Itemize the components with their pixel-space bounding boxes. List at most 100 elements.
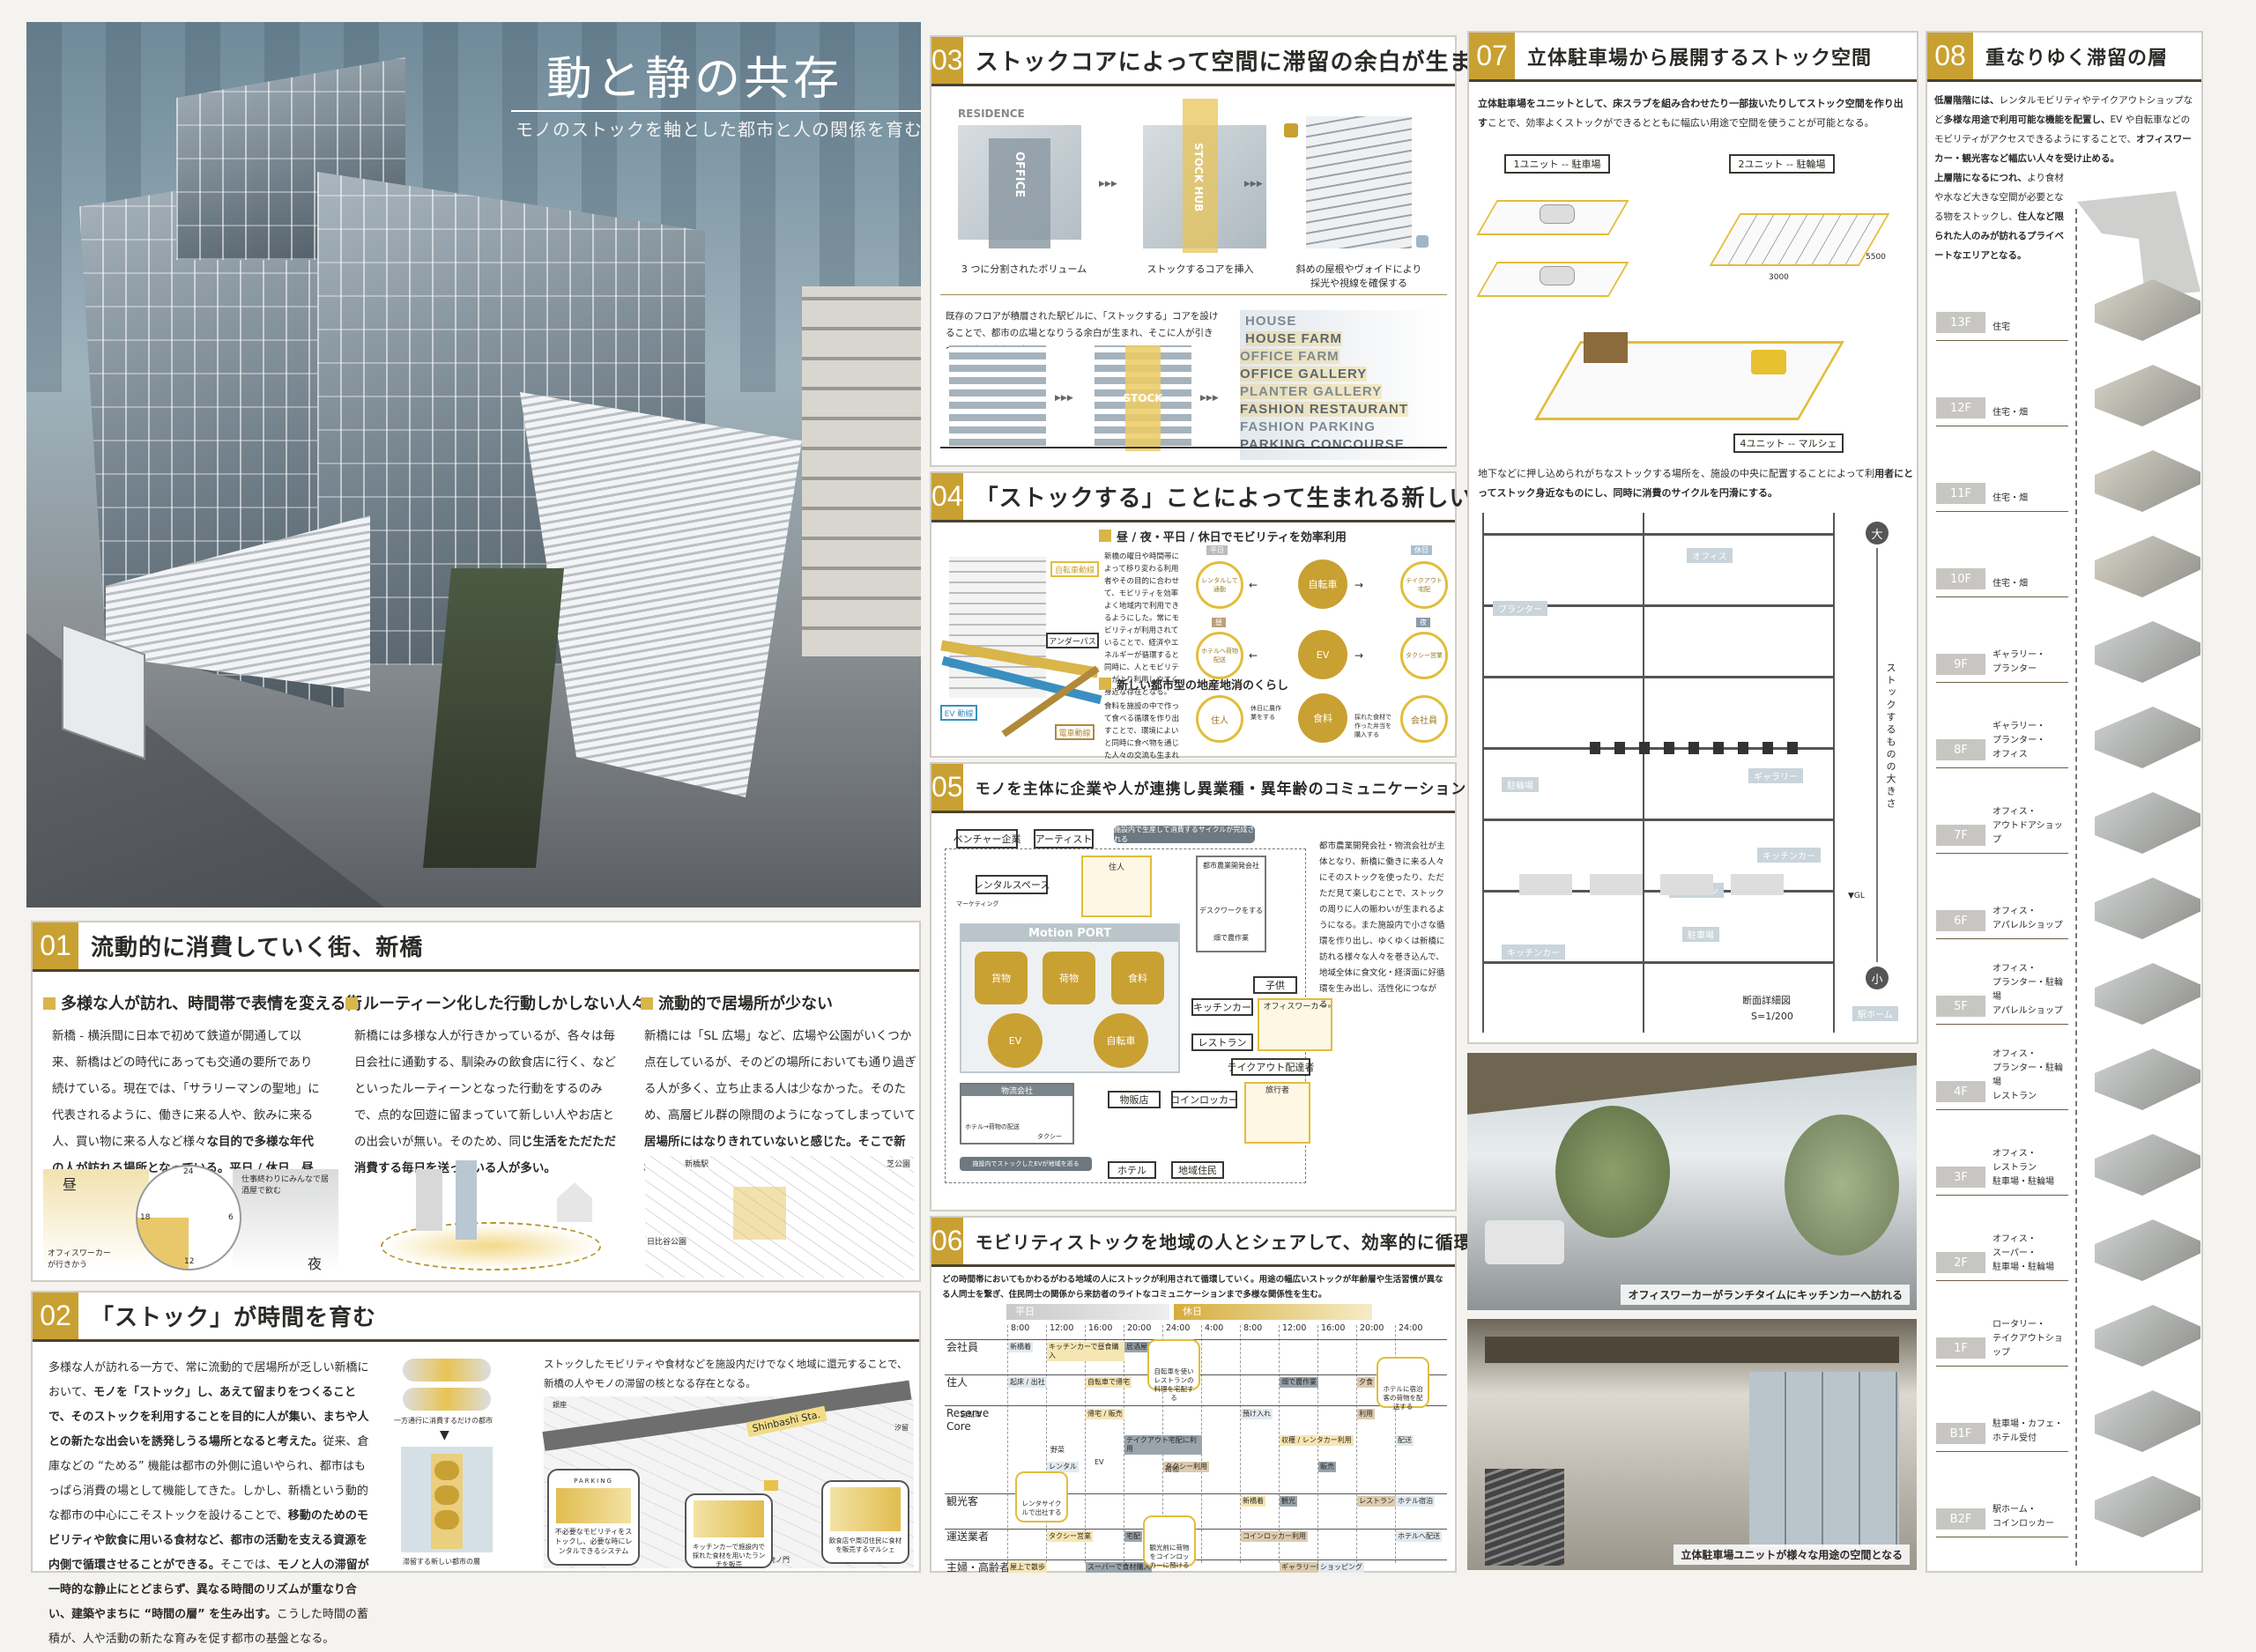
timeline-event: レンタル (1047, 1462, 1079, 1472)
program-stack-row: PARKING CONCOURSE (1240, 437, 1405, 452)
car-icon (1540, 204, 1575, 224)
region-map: Shinbashi Sta. 銀座 汐留 虎ノ門 PARKING 不必要なモビリ… (542, 1380, 914, 1568)
volume-diagram-3 (1284, 107, 1429, 257)
office-icon (456, 1160, 477, 1240)
logistics-node: 物流会社ホテル→荷物の配送 (960, 1083, 1074, 1145)
mobility-cycle: レンタルして通勤 自転車 テイクアウト宅配 平日 休日 ホテルへ荷物配送 EV … (1196, 545, 1451, 757)
timeline-event: ショッピング (1318, 1562, 1364, 1573)
node-label: レンタルして通勤 (1201, 577, 1238, 593)
floor-use: ロータリー・ テイクアウトショップ (1993, 1320, 2063, 1358)
node-label: 自転車 (1106, 1035, 1136, 1047)
day-panel (43, 1169, 149, 1270)
kitchen-car-label-2: キッチンカー (1502, 945, 1565, 959)
motion-port: Motion PORT 貨物 荷物 食料 EV 自転車 (960, 923, 1180, 1073)
section-05: 05 モノを主体に企業や人が連携し異業種・異年齢のコミュニケーションが生まれる … (930, 762, 1545, 1211)
traveler-node: 旅行者 (1244, 1082, 1310, 1144)
text-bold: 住人など限られた人のみが訪れるプライベートなエリアとなる。 (1934, 211, 2064, 261)
stock-node: 荷物 (1043, 952, 1095, 1004)
timeline-event: 利用 (1357, 1409, 1375, 1419)
artist-node: アーティスト (1034, 829, 1094, 848)
office-label: OFFICE (1013, 152, 1026, 198)
time-tick: 20:00 (1360, 1323, 1384, 1333)
kitchen-car (1485, 1220, 1564, 1264)
timeline-event: 販売 (1318, 1462, 1336, 1472)
night-label: 夜 (308, 1256, 323, 1272)
bubble-marche: 飲食店や周辺住民に食材を販売するマルシェ (821, 1480, 909, 1564)
text-regular: 新橋には「SL 広場」など、広場や公園がいくつか点在しているが、そのどの場所にお… (644, 1029, 916, 1122)
delivery-label: ホテル→荷物の配送 (965, 1123, 1020, 1130)
ev-node: EV (988, 1013, 1043, 1068)
text-regular: より食材や水など大きな空間が必要となる物をストックし、 (1934, 173, 2064, 222)
stock-layer-diagram: 一方通行に消費するだけの都市 ▼ 滞留する新しい都市の層 (394, 1354, 500, 1570)
routine-figure (354, 1160, 627, 1275)
text-bold: モノを「ストック」し、あえて留まりをつくることで、そのストックを利用することを目… (48, 1386, 369, 1448)
overhang (1467, 1053, 1917, 1115)
node-label: タクシー営業 (1406, 652, 1443, 659)
ev-route-label: EV 動線 (940, 705, 977, 721)
text-bold: 移動のためのモビリティや飲食に用いる食材など、都市の活動を支える資源を内側で循環… (48, 1509, 368, 1572)
floor-number: 5F (1936, 996, 1985, 1017)
text-regular: 多様な人が訪れる一方で、常に流動的で居場所が乏しい新橋において、 (48, 1361, 369, 1399)
ev-bubble: 施設内でストックしたEVが地域を巡る (960, 1157, 1092, 1171)
network-diagram: ベンチャー企業 アーティスト 施設内で生産して消費するサイクルが完成される レン… (940, 822, 1332, 1205)
text-regular: 地下などに押し込められがちなストックする場所を、施設の中央に配置することによって… (1478, 468, 1875, 479)
house-icon (416, 1169, 442, 1231)
node-label: 自転車 (1308, 579, 1338, 590)
section-number: 02 (33, 1293, 78, 1339)
people-illustration (694, 1500, 764, 1537)
floor-number: B2F (1936, 1508, 1985, 1530)
axis-label: ストックするものの大きさ (1885, 663, 1896, 811)
map-text: ストックしたモビリティや食材などを施設内だけでなく地域に還元することで、新橋の人… (544, 1358, 908, 1389)
node-label: 食料 (1128, 973, 1147, 984)
core-label-cargo: 荷物 (1165, 1465, 1179, 1473)
floor-number: 1F (1936, 1337, 1985, 1359)
neighbor-building (802, 286, 921, 656)
node-label: テイクアウト宅配 (1406, 577, 1443, 593)
clock-18: 18 (140, 1213, 151, 1222)
park-label: 芝公園 (886, 1158, 910, 1169)
section-text: どの時間帯においてもかわるがわる地域の人にストックが利用されて循環していく。用途… (942, 1275, 1443, 1300)
sun-icon (1284, 123, 1298, 137)
kitchen-car-rendering: オフィスワーカーがランチタイムにキッチンカーへ訪れる (1467, 1053, 1917, 1310)
text-bold: 用者にとってストック身近なものにし、同時に消費のサイクルを円滑にする。 (1478, 468, 1914, 499)
section-header: 07 立体駐車場から展開するストック空間 (1469, 33, 1917, 82)
glass-facade (1749, 1372, 1899, 1548)
text-regular: レンタルモビリティやテイクアウトショップなど (1934, 95, 2193, 125)
diagram-caption-top: 一方通行に消費するだけの都市 (394, 1417, 493, 1425)
floor-number: 13F (1936, 312, 1985, 333)
step-arrow-icon: ▶▶▶ (1099, 180, 1117, 189)
floor-use: オフィス・ アウトドアショップ (1993, 807, 2063, 845)
section-header: 01 流動的に消費していく街、新橋 (33, 922, 919, 972)
shop-node: 物販店 (1108, 1091, 1161, 1108)
tree (1785, 1115, 1899, 1256)
caption-2: ストックするコアを挿入 (1147, 263, 1254, 275)
node-label: オフィスワーカー (1263, 1003, 1327, 1011)
section-number: 07 (1469, 33, 1515, 79)
section-text-2: 地下などに押し込められがちなストックする場所を、施設の中央に配置することによって… (1478, 464, 1914, 503)
section-header: 02 「ストック」が時間を育む (33, 1293, 919, 1342)
section-drawing: プランター オフィス 駐輪場 ギャラリー キッチンカー レストラン 駐車場 キッ… (1482, 513, 1835, 1033)
floor-plan-model (2095, 450, 2200, 512)
kitchen-car-node: キッチンカー (1191, 998, 1253, 1016)
text-regular: EV や自転車などのモビリティがアクセスできるようにすることで、 (1934, 115, 2191, 144)
floor-plan-model (2095, 1305, 2200, 1367)
night-panel (233, 1169, 338, 1270)
timeline-event: レストラン (1357, 1496, 1396, 1507)
subheading-local-food: 新しい都市型の地産地消のくらし (1099, 676, 1288, 693)
floor-plan-model (2095, 621, 2200, 683)
text-bold: 上層階になるにつれ、 (1934, 173, 2028, 183)
time-tick: 24:00 (1399, 1323, 1423, 1333)
floor-number: 8F (1936, 739, 1985, 760)
timeline-event: 収穫 / レンタカー利用 (1280, 1435, 1354, 1446)
floor-use: 住宅・畑 (1993, 408, 2028, 418)
big-label: 大 (1866, 522, 1889, 544)
timeline-event: 起床 / 出社 (1008, 1377, 1047, 1388)
section-03: 03 ストックコアによって空間に滞留の余白が生まれる RESIDENCE OFF… (930, 35, 1520, 467)
farm-label: 畑で農作業 (1213, 934, 1249, 942)
section-number: 04 (931, 473, 963, 520)
marketing-label: マーケティング (956, 900, 999, 907)
intro-text: 低層階階には、レンタルモビリティやテイクアウトショップなど多様な用途で利用可能な… (1934, 91, 2199, 168)
taxi-label: タクシー (1037, 1133, 1062, 1140)
